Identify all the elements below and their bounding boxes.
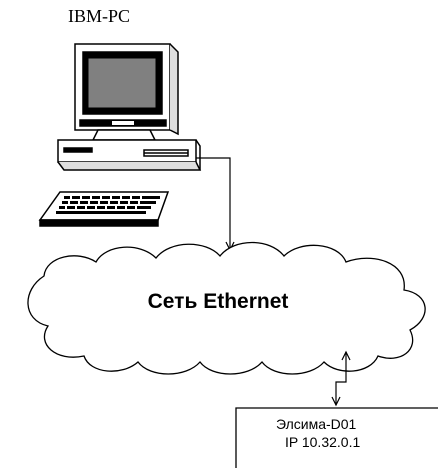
network-label: Сеть Ethernet <box>148 290 289 313</box>
device-ip: IP 10.32.0.1 <box>285 434 360 450</box>
computer-label: IBM-PC <box>68 6 130 26</box>
ethernet-cloud-shape <box>27 241 426 375</box>
device-box: Элсима-D01 IP 10.32.0.1 <box>235 407 438 468</box>
network-device-connector <box>331 350 351 407</box>
device-name: Элсима-D01 <box>276 416 357 432</box>
ibm-pc-computer-icon <box>38 43 202 227</box>
pc-network-connector <box>196 157 235 252</box>
